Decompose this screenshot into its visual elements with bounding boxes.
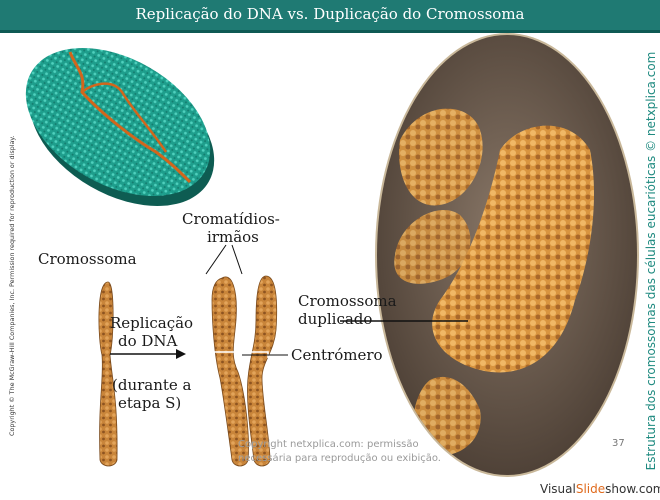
footer-line1: Copyright netxplica.com: permissão bbox=[238, 438, 441, 452]
leader-line-cromatidio-right bbox=[232, 245, 242, 274]
page-number: 37 bbox=[612, 438, 625, 449]
cell-disc-image bbox=[0, 17, 240, 236]
label-cromatidios-line1: Cromatídios- bbox=[182, 210, 280, 228]
label-duplicado-line2: duplicado bbox=[298, 310, 372, 328]
label-durante-line1: (durante a bbox=[112, 376, 192, 394]
label-cromatidios-line2: irmãos bbox=[207, 228, 259, 246]
label-durante-line2: etapa S) bbox=[118, 394, 181, 412]
label-replicacao-line2: do DNA bbox=[118, 332, 177, 350]
label-cromossoma: Cromossoma bbox=[38, 250, 137, 268]
label-centromero: Centrómero bbox=[291, 346, 383, 364]
watermark-part1: Visual bbox=[540, 482, 576, 496]
label-duplicado-line1: Cromossoma bbox=[298, 292, 397, 310]
replication-arrow bbox=[110, 349, 186, 359]
footer-permission: Copyright netxplica.com: permissão neces… bbox=[238, 438, 441, 466]
leader-line-cromatidio-left bbox=[206, 245, 226, 274]
watermark-part2: Slide bbox=[576, 482, 605, 496]
watermark-part3: show.com bbox=[605, 482, 660, 496]
side-caption: Estrutura dos cromossomas das células eu… bbox=[644, 41, 658, 481]
footer-line2: necessária para reprodução ou exibição. bbox=[238, 452, 441, 466]
copyright-vertical: Copyright © The McGraw-Hill Companies, I… bbox=[8, 56, 16, 436]
label-replicacao-line1: Replicação bbox=[110, 314, 193, 332]
micrograph-image bbox=[375, 33, 639, 477]
single-chromosome bbox=[99, 282, 117, 466]
visualslideshow-watermark: VisualSlideshow.com bbox=[540, 482, 660, 496]
